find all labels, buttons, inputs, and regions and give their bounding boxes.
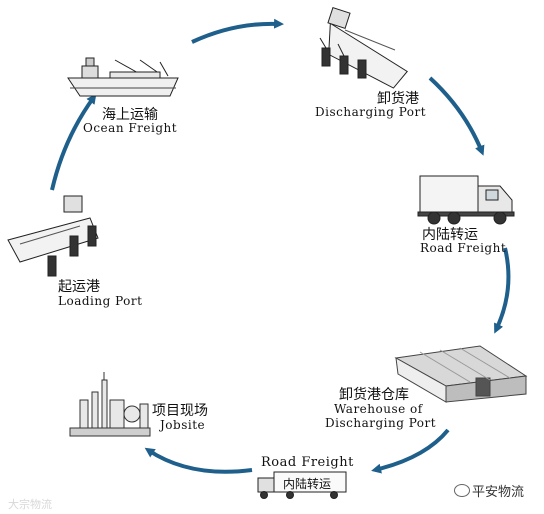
arrow-loading-to-ocean [50,93,97,191]
loading-port-en: Loading Port [58,294,143,308]
warehouse-en-line1: Warehouse of [334,402,423,416]
road-freight-en: Road Freight [420,241,507,255]
arrow-warehouse-to-road2 [371,428,450,474]
factory-icon [69,372,151,437]
loading-ship-icon [7,195,99,277]
watermark-left: 大宗物流 [8,498,52,511]
warehouse-cn: 卸货港仓库 [339,387,409,403]
ocean-freight-en: Ocean Freight [83,121,178,135]
truck-side-label: 内陆转运 [283,477,332,491]
ocean-ship-icon [67,57,179,97]
discharging-port-cn: 卸货港 [377,91,419,107]
loading-port-cn: 起运港 [58,279,100,295]
road-truck-icon [257,471,347,499]
truck-icon [417,175,515,225]
road-freight-2-en: Road Freight [261,455,354,470]
warehouse-icon [394,345,528,403]
arrow-discharge-to-road [428,76,485,156]
jobsite-en: Jobsite [160,418,206,432]
jobsite-cn: 项目现场 [152,403,208,419]
road-freight-cn: 内陆转运 [422,227,478,243]
arrow-road-to-warehouse [494,247,511,334]
wechat-icon [454,484,470,497]
discharging-port-en: Discharging Port [315,105,427,119]
brand-name: 平安物流 [472,485,525,500]
arrow-ocean-to-discharge [191,18,284,44]
discharge-ship-icon [319,6,408,89]
arrow-road2-to-jobsite [144,447,253,474]
warehouse-en-line2: Discharging Port [325,416,437,430]
ocean-freight-cn: 海上运输 [102,107,158,123]
